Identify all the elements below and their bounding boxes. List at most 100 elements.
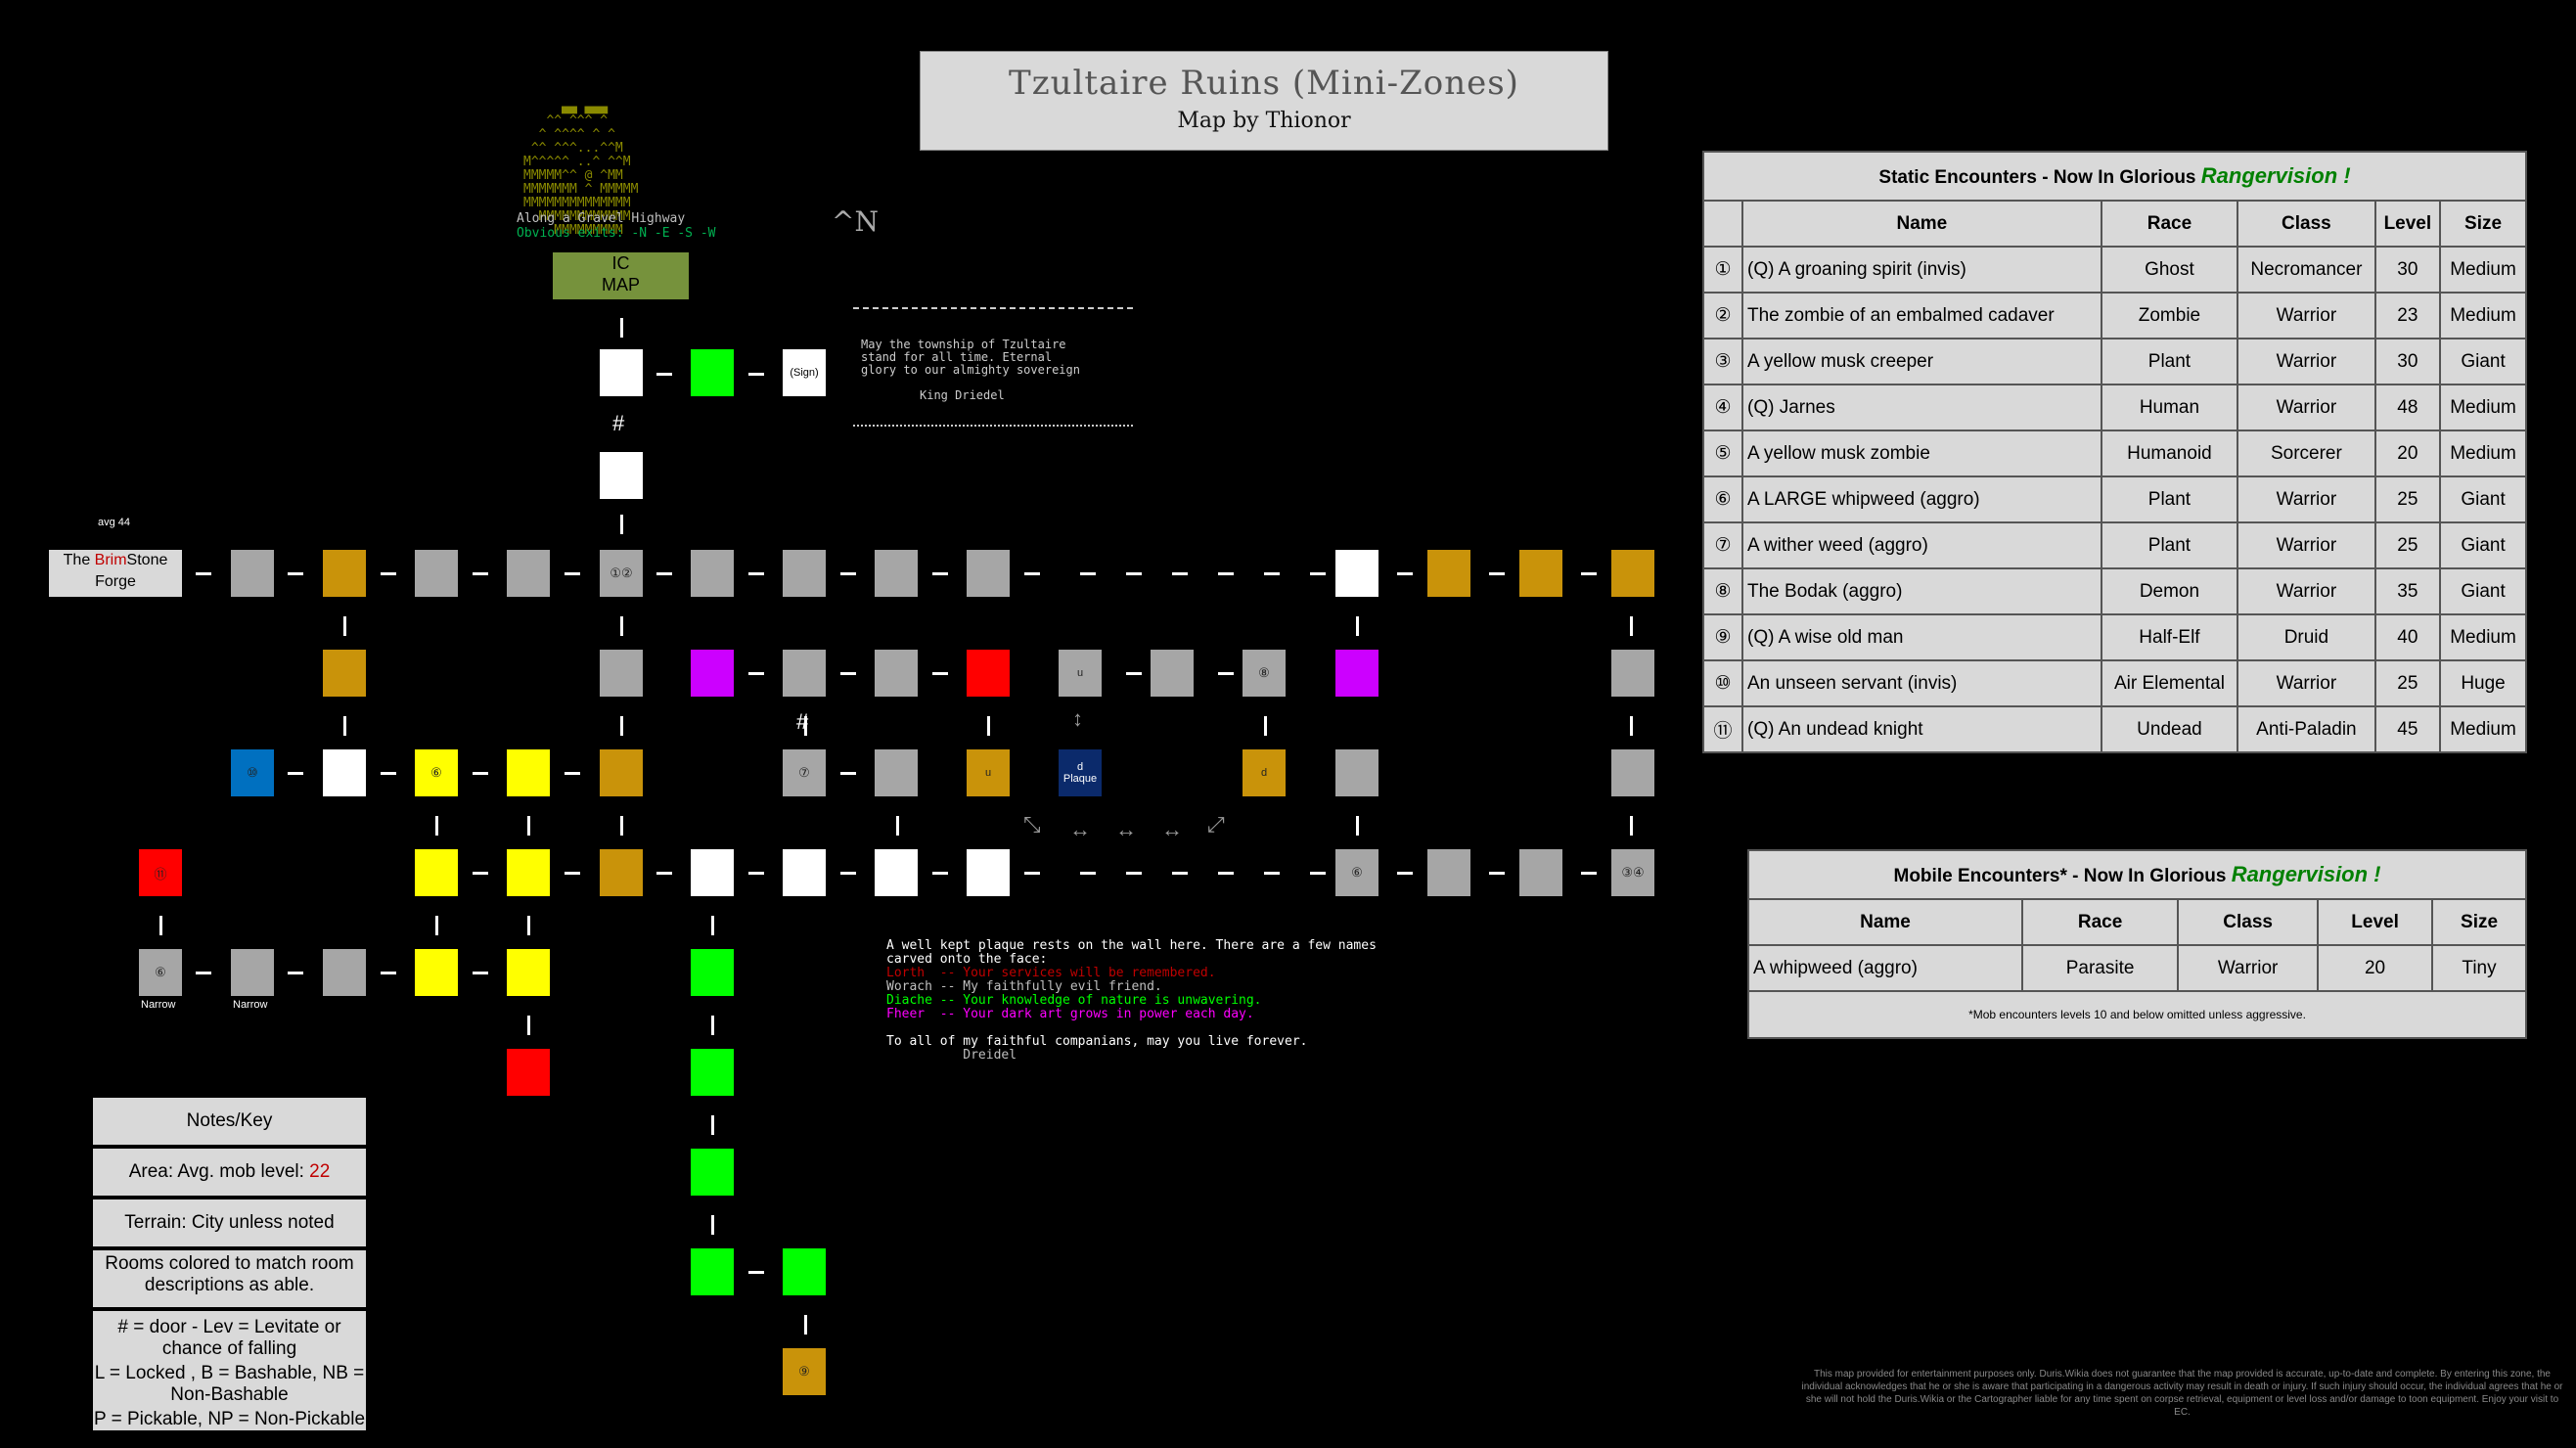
- forge-avg-label: avg 44: [98, 517, 131, 528]
- static-cell-size: Medium: [2439, 384, 2527, 431]
- link: [473, 872, 488, 875]
- static-cell-name: A yellow musk creeper: [1741, 338, 2102, 385]
- link: [565, 572, 580, 575]
- link: [288, 572, 303, 575]
- static-cell-level: 45: [2373, 705, 2442, 753]
- static-cell-size: Giant: [2439, 475, 2527, 523]
- ic-map-line2: MAP: [601, 275, 640, 294]
- north-compass: ^N: [832, 205, 879, 238]
- static-cell-name: The zombie of an embalmed cadaver: [1741, 292, 2102, 339]
- room: [600, 452, 643, 499]
- room: [1427, 849, 1470, 896]
- static-cell-class: Anti-Paladin: [2237, 705, 2376, 753]
- mobile-cell-name: A whipweed (aggro): [1747, 944, 2023, 992]
- disclaimer: This map provided for entertainment purp…: [1801, 1369, 2563, 1418]
- static-cell-level: 40: [2373, 613, 2442, 661]
- link: [1126, 872, 1142, 875]
- plaque-label: Plaque: [1062, 773, 1098, 785]
- notes-key-legend: # = door - Lev = Levitate or chance of f…: [93, 1311, 366, 1430]
- room: [231, 949, 274, 996]
- room: [1611, 749, 1654, 796]
- static-cell-size: Giant: [2439, 521, 2527, 569]
- room: ⑩: [231, 749, 274, 796]
- forge-brim: Brim: [94, 552, 127, 568]
- static-cell-name: (Q) A wise old man: [1741, 613, 2102, 661]
- plaque-text: A well kept plaque rests on the wall her…: [886, 912, 1377, 1076]
- room: [691, 349, 734, 396]
- mobile-title: Mobile Encounters* - Now In Glorious Ran…: [1747, 849, 2527, 900]
- door-marker: #: [612, 411, 625, 435]
- terminal-art-line: ^^ ^^^ ^: [523, 113, 609, 128]
- link: [159, 916, 162, 935]
- room: [507, 1049, 550, 1096]
- room: u: [967, 749, 1010, 796]
- brimstone-forge-link[interactable]: The BrimStone Forge: [49, 550, 182, 597]
- link: [932, 872, 948, 875]
- room: [1519, 849, 1562, 896]
- link: [620, 816, 623, 836]
- link: [656, 572, 672, 575]
- link: [1024, 572, 1040, 575]
- room: [1335, 550, 1378, 597]
- key-line-1: # = door - Lev = Levitate or chance of f…: [93, 1317, 366, 1360]
- terminal-exits: Obvious exits: -N -E -S -W: [517, 226, 716, 241]
- link: [1264, 872, 1280, 875]
- room: [600, 749, 643, 796]
- link: [804, 716, 807, 736]
- mobile-encounters-table: Mobile Encounters* - Now In Glorious Ran…: [1747, 849, 2527, 1039]
- room: [967, 849, 1010, 896]
- forge-pre: The: [63, 552, 95, 568]
- link: [435, 816, 438, 836]
- mobile-header-cell: Name: [1747, 898, 2023, 946]
- link: [620, 616, 623, 636]
- link: [565, 772, 580, 775]
- link: [1126, 572, 1142, 575]
- link: [1218, 872, 1234, 875]
- room: [415, 849, 458, 896]
- link: [1581, 872, 1597, 875]
- static-cell-race: Ghost: [2100, 246, 2239, 294]
- static-cell-race: Air Elemental: [2100, 659, 2239, 707]
- link: [748, 872, 764, 875]
- room: [691, 1149, 734, 1196]
- static-cell-name: A LARGE whipweed (aggro): [1741, 475, 2102, 523]
- terminal-art-line: MMMMM^^ @ ^MM: [523, 168, 623, 183]
- static-cell-race: Plant: [2100, 338, 2239, 385]
- link: [620, 716, 623, 736]
- plaque-d: d: [1076, 761, 1084, 773]
- mobile-cell-level: 20: [2317, 944, 2434, 992]
- room: [1427, 550, 1470, 597]
- room: [691, 550, 734, 597]
- static-cell-level: 35: [2373, 567, 2442, 615]
- sign-room[interactable]: (Sign): [783, 349, 826, 396]
- ic-map-link[interactable]: IC MAP: [553, 252, 689, 299]
- static-cell-class: Warrior: [2237, 659, 2376, 707]
- room: d: [1243, 749, 1286, 796]
- link: [381, 772, 396, 775]
- link: [1218, 672, 1234, 675]
- notes-title: Notes/Key: [93, 1098, 366, 1145]
- room: [1335, 749, 1378, 796]
- link: [840, 572, 856, 575]
- link: [656, 872, 672, 875]
- room: [1519, 550, 1562, 597]
- notes-key: Notes/Key Area: Avg. mob level: 22 Terra…: [93, 1098, 366, 1430]
- room: [231, 550, 274, 597]
- up-down-arrow-icon: ↕: [1072, 706, 1083, 731]
- link: [748, 1271, 764, 1274]
- plaque-line: Dreidel: [886, 1048, 1017, 1063]
- static-cell-size: Medium: [2439, 292, 2527, 339]
- link: [381, 972, 396, 974]
- forge-line2: Forge: [95, 573, 136, 590]
- link: [1172, 872, 1188, 875]
- link: [473, 972, 488, 974]
- link: [1581, 572, 1597, 575]
- link: [748, 373, 764, 376]
- room: [507, 849, 550, 896]
- static-cell-n: ⑨: [1702, 613, 1743, 661]
- link: [1397, 572, 1413, 575]
